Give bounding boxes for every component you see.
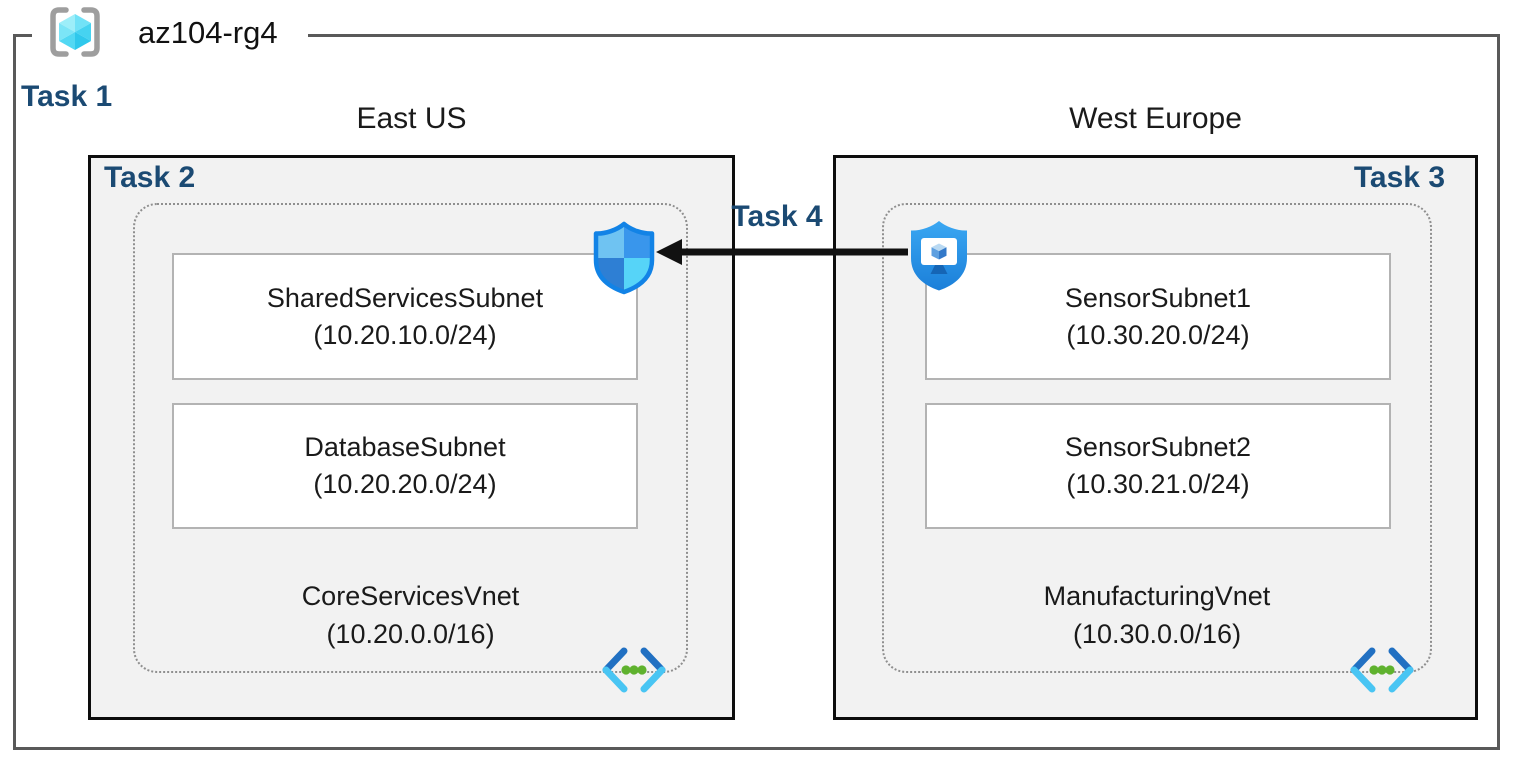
vnet-name: ManufacturingVnet (1043, 581, 1271, 611)
virtual-network-icon (600, 646, 668, 694)
task3-label: Task 3 (1353, 161, 1445, 194)
core-services-vnet-boundary (133, 203, 688, 673)
region-title-east-us: East US (356, 102, 467, 135)
vnet-cidr: (10.20.0.0/16) (326, 619, 495, 649)
virtual-network-icon (1348, 646, 1416, 694)
subnet-name: SharedServicesSubnet (266, 282, 544, 313)
resource-group-frame (13, 34, 1500, 750)
subnet-sensor2: SensorSubnet2 (10.30.21.0/24) (925, 403, 1391, 529)
subnet-cidr: (10.30.21.0/24) (1066, 469, 1250, 499)
subnet-name: DatabaseSubnet (304, 432, 506, 462)
subnet-database: DatabaseSubnet (10.20.20.0/24) (172, 403, 638, 529)
peering-arrow (652, 234, 910, 272)
core-services-vnet-label: CoreServicesVnet (10.20.0.0/16) (133, 577, 688, 653)
subnet-sensor1: SensorSubnet1 (10.30.20.0/24) (925, 253, 1391, 380)
task2-label: Task 2 (104, 161, 196, 194)
subnet-shared-services: SharedServicesSubnet (10.20.10.0/24) (172, 253, 638, 380)
subnet-name: SensorSubnet2 (1064, 432, 1252, 462)
vnet-name: CoreServicesVnet (301, 581, 520, 611)
subnet-cidr: (10.20.20.0/24) (313, 469, 497, 499)
vnet-cidr: (10.30.0.0/16) (1072, 619, 1242, 649)
subnet-cidr: (10.20.10.0/24) (313, 319, 497, 350)
subnet-name: SensorSubnet1 (1064, 282, 1252, 313)
task1-label: Task 1 (21, 80, 113, 113)
frame-title-gap (32, 28, 308, 42)
manufacturing-vnet-label: ManufacturingVnet (10.30.0.0/16) (882, 577, 1432, 653)
task4-label: Task 4 (731, 200, 823, 233)
manufacturing-vnet-boundary (882, 203, 1432, 673)
region-title-west-europe: West Europe (1069, 102, 1242, 135)
subnet-cidr: (10.30.20.0/24) (1066, 319, 1250, 350)
shielded-vm-icon (906, 219, 972, 295)
defender-shield-icon (590, 221, 658, 295)
resource-group-name: az104-rg4 (138, 15, 278, 50)
resource-group-icon (44, 4, 106, 60)
